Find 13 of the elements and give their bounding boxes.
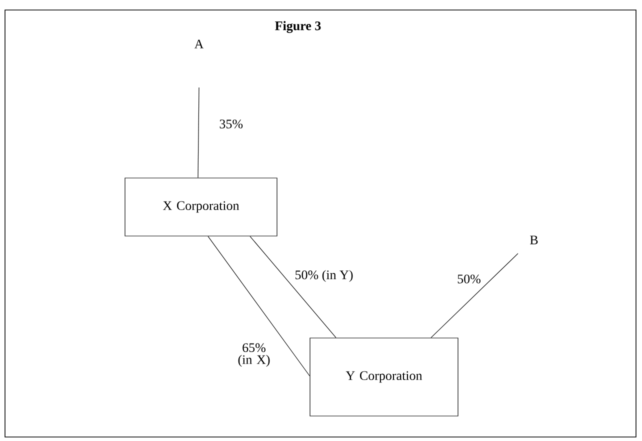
node-label: A bbox=[194, 40, 204, 48]
figure-title: Figure 3 bbox=[275, 21, 321, 33]
corporation-box: X Corporation bbox=[124, 178, 278, 236]
node-label: B bbox=[530, 236, 538, 244]
edge-label: 65% (in X) bbox=[238, 343, 270, 367]
connector-line bbox=[250, 236, 336, 338]
connector-line bbox=[430, 253, 518, 338]
connector-line bbox=[208, 236, 310, 376]
edge-label: 50% bbox=[458, 274, 480, 284]
edge-label: 35% bbox=[220, 120, 243, 128]
edge-label: 50% (in Y) bbox=[296, 270, 353, 282]
corporation-box: Y Corporation bbox=[310, 338, 458, 416]
connector-line bbox=[198, 87, 200, 178]
